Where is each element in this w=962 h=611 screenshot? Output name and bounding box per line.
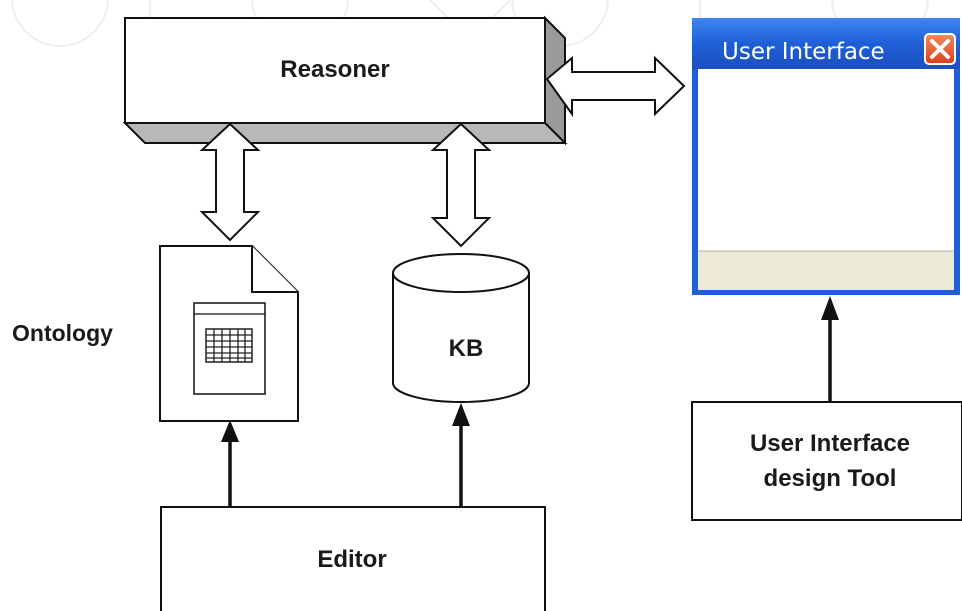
uitool-window-arrow — [821, 296, 839, 402]
reasoner-box: Reasoner — [122, 15, 568, 146]
editor-kb-arrow — [452, 403, 470, 507]
spreadsheet-icon — [193, 302, 266, 395]
reasoner-kb-double-arrow — [430, 122, 492, 248]
kb-label: KB — [449, 335, 484, 362]
reasoner-ontology-double-arrow — [199, 122, 261, 242]
kb-cylinder: KB — [392, 253, 530, 403]
ui-window-title: User Interface — [722, 39, 885, 65]
reasoner-label: Reasoner — [280, 56, 389, 83]
close-icon[interactable] — [924, 33, 956, 65]
ui-tool-label-line1: User Interface — [750, 430, 910, 457]
reasoner-ui-double-arrow — [545, 55, 686, 118]
ontology-label: Ontology — [12, 320, 113, 346]
ui-tool-label-line2: design Tool — [764, 465, 897, 492]
ui-design-tool-box: User Interface design Tool — [691, 401, 962, 521]
editor-box: Editor — [160, 506, 546, 611]
ontology-document — [159, 245, 299, 422]
editor-ontology-arrow — [221, 420, 239, 507]
user-interface-window: User Interface — [692, 18, 960, 295]
editor-label: Editor — [317, 546, 386, 573]
